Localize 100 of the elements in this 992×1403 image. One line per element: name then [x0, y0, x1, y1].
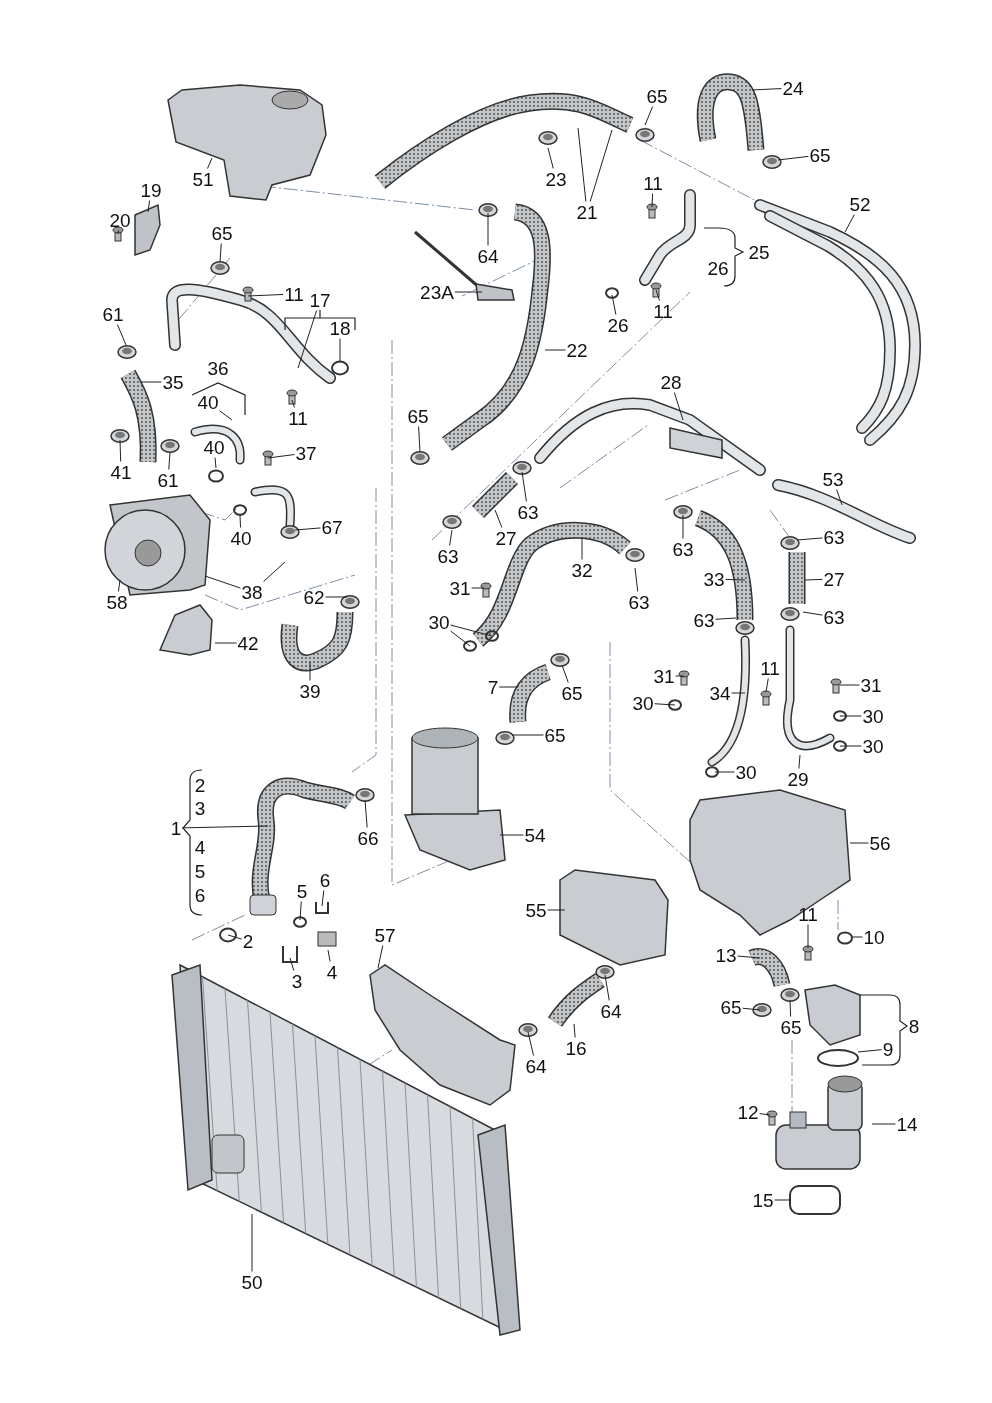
callout-number: 30	[631, 692, 655, 714]
callout-number: 55	[524, 899, 548, 921]
callout-number: 67	[320, 516, 344, 538]
callout-number: 30	[861, 735, 885, 757]
callout-number: 26	[606, 314, 630, 336]
callout-number: 22	[565, 339, 589, 361]
leader-line	[714, 771, 735, 773]
leader-line	[839, 684, 860, 686]
callout-number: 29	[786, 768, 810, 790]
callout-number: 31	[448, 577, 472, 599]
callout-number: 11	[283, 283, 305, 305]
callout-number: 11	[797, 903, 819, 925]
callout-number: 30	[861, 705, 885, 727]
leader-line	[844, 214, 855, 233]
callout-number: 7	[486, 676, 500, 698]
leader-line	[116, 324, 127, 346]
callout-number: 51	[191, 168, 215, 190]
leader-line	[487, 212, 489, 246]
callout-number: 63	[516, 501, 540, 523]
leader-line	[181, 825, 269, 829]
callout-number: 12	[736, 1101, 760, 1123]
callout-number: 14	[895, 1113, 919, 1135]
leader-line	[807, 924, 809, 949]
callout-number: 17	[308, 289, 332, 311]
callout-number: 65	[210, 222, 234, 244]
callout-number: 64	[476, 245, 500, 267]
leader-line	[247, 293, 284, 297]
callout-number: 65	[808, 144, 832, 166]
callout-number: 63	[671, 538, 695, 560]
callout-number: 25	[747, 241, 771, 263]
leader-line	[547, 909, 566, 911]
leader-line	[219, 243, 222, 263]
callout-number: 56	[868, 832, 892, 854]
callout-number: 16	[564, 1037, 588, 1059]
leader-line	[751, 88, 782, 91]
callout-number: 65	[543, 724, 567, 746]
callout-number: 63	[627, 591, 651, 613]
callout-number: 5	[193, 860, 207, 882]
callout-number: 4	[193, 836, 207, 858]
leader-line	[839, 745, 862, 747]
leader-line	[573, 1023, 576, 1038]
callout-number: 58	[105, 591, 129, 613]
callout-number: 54	[523, 824, 547, 846]
leader-line	[839, 715, 862, 717]
leader-line	[239, 514, 242, 528]
leader-line	[589, 129, 613, 202]
leader-line	[765, 678, 769, 693]
callout-number: 66	[356, 827, 380, 849]
leader-line	[498, 686, 519, 688]
leader-line	[321, 890, 325, 907]
leader-line	[759, 1113, 771, 1116]
leader-line	[294, 527, 321, 531]
callout-number: 38	[240, 581, 264, 603]
leader-line	[227, 934, 243, 940]
callout-number: 57	[373, 924, 397, 946]
callout-number: 2	[241, 930, 255, 952]
leader-line	[871, 1123, 896, 1125]
callout-number: 28	[659, 371, 683, 393]
callout-number: 36	[206, 357, 230, 379]
leader-line	[527, 1031, 535, 1056]
leader-line	[377, 945, 384, 969]
callout-number: 61	[101, 303, 125, 325]
callout-number: 65	[560, 682, 584, 704]
leader-line	[611, 294, 617, 315]
leader-line	[327, 949, 331, 962]
leader-line	[147, 200, 151, 213]
leader-line	[309, 661, 311, 681]
leader-line	[577, 127, 587, 202]
leader-line	[673, 392, 684, 421]
callout-number: 26	[706, 257, 730, 279]
leader-line	[339, 338, 341, 363]
callout-number: 53	[821, 468, 845, 490]
callout-number: 24	[781, 77, 805, 99]
leader-line	[168, 451, 171, 470]
leader-line	[418, 426, 421, 453]
leader-line	[450, 630, 471, 647]
callout-number: 37	[294, 442, 318, 464]
callout-number: 61	[156, 469, 180, 491]
leader-line	[267, 454, 295, 459]
callout-number: 2	[193, 774, 207, 796]
callout-number: 63	[822, 606, 846, 628]
leader-line	[604, 974, 610, 1001]
leader-line	[796, 537, 823, 541]
callout-number: 41	[109, 461, 133, 483]
callout-number: 21	[575, 201, 599, 223]
callout-number: 65	[719, 996, 743, 1018]
callout-number: 33	[702, 568, 726, 590]
leader-line	[117, 230, 119, 235]
leader-line	[849, 842, 869, 844]
leader-line	[119, 439, 122, 462]
leader-line	[777, 155, 809, 161]
callout-number: 40	[202, 436, 226, 458]
callout-number: 4	[325, 961, 339, 983]
leader-line	[774, 1199, 791, 1201]
callout-number: 40	[229, 527, 253, 549]
callout-number: 19	[139, 179, 163, 201]
leader-line	[291, 399, 295, 408]
callout-number: 11	[652, 300, 674, 322]
callout-number: 27	[822, 568, 846, 590]
leader-line	[450, 624, 493, 637]
